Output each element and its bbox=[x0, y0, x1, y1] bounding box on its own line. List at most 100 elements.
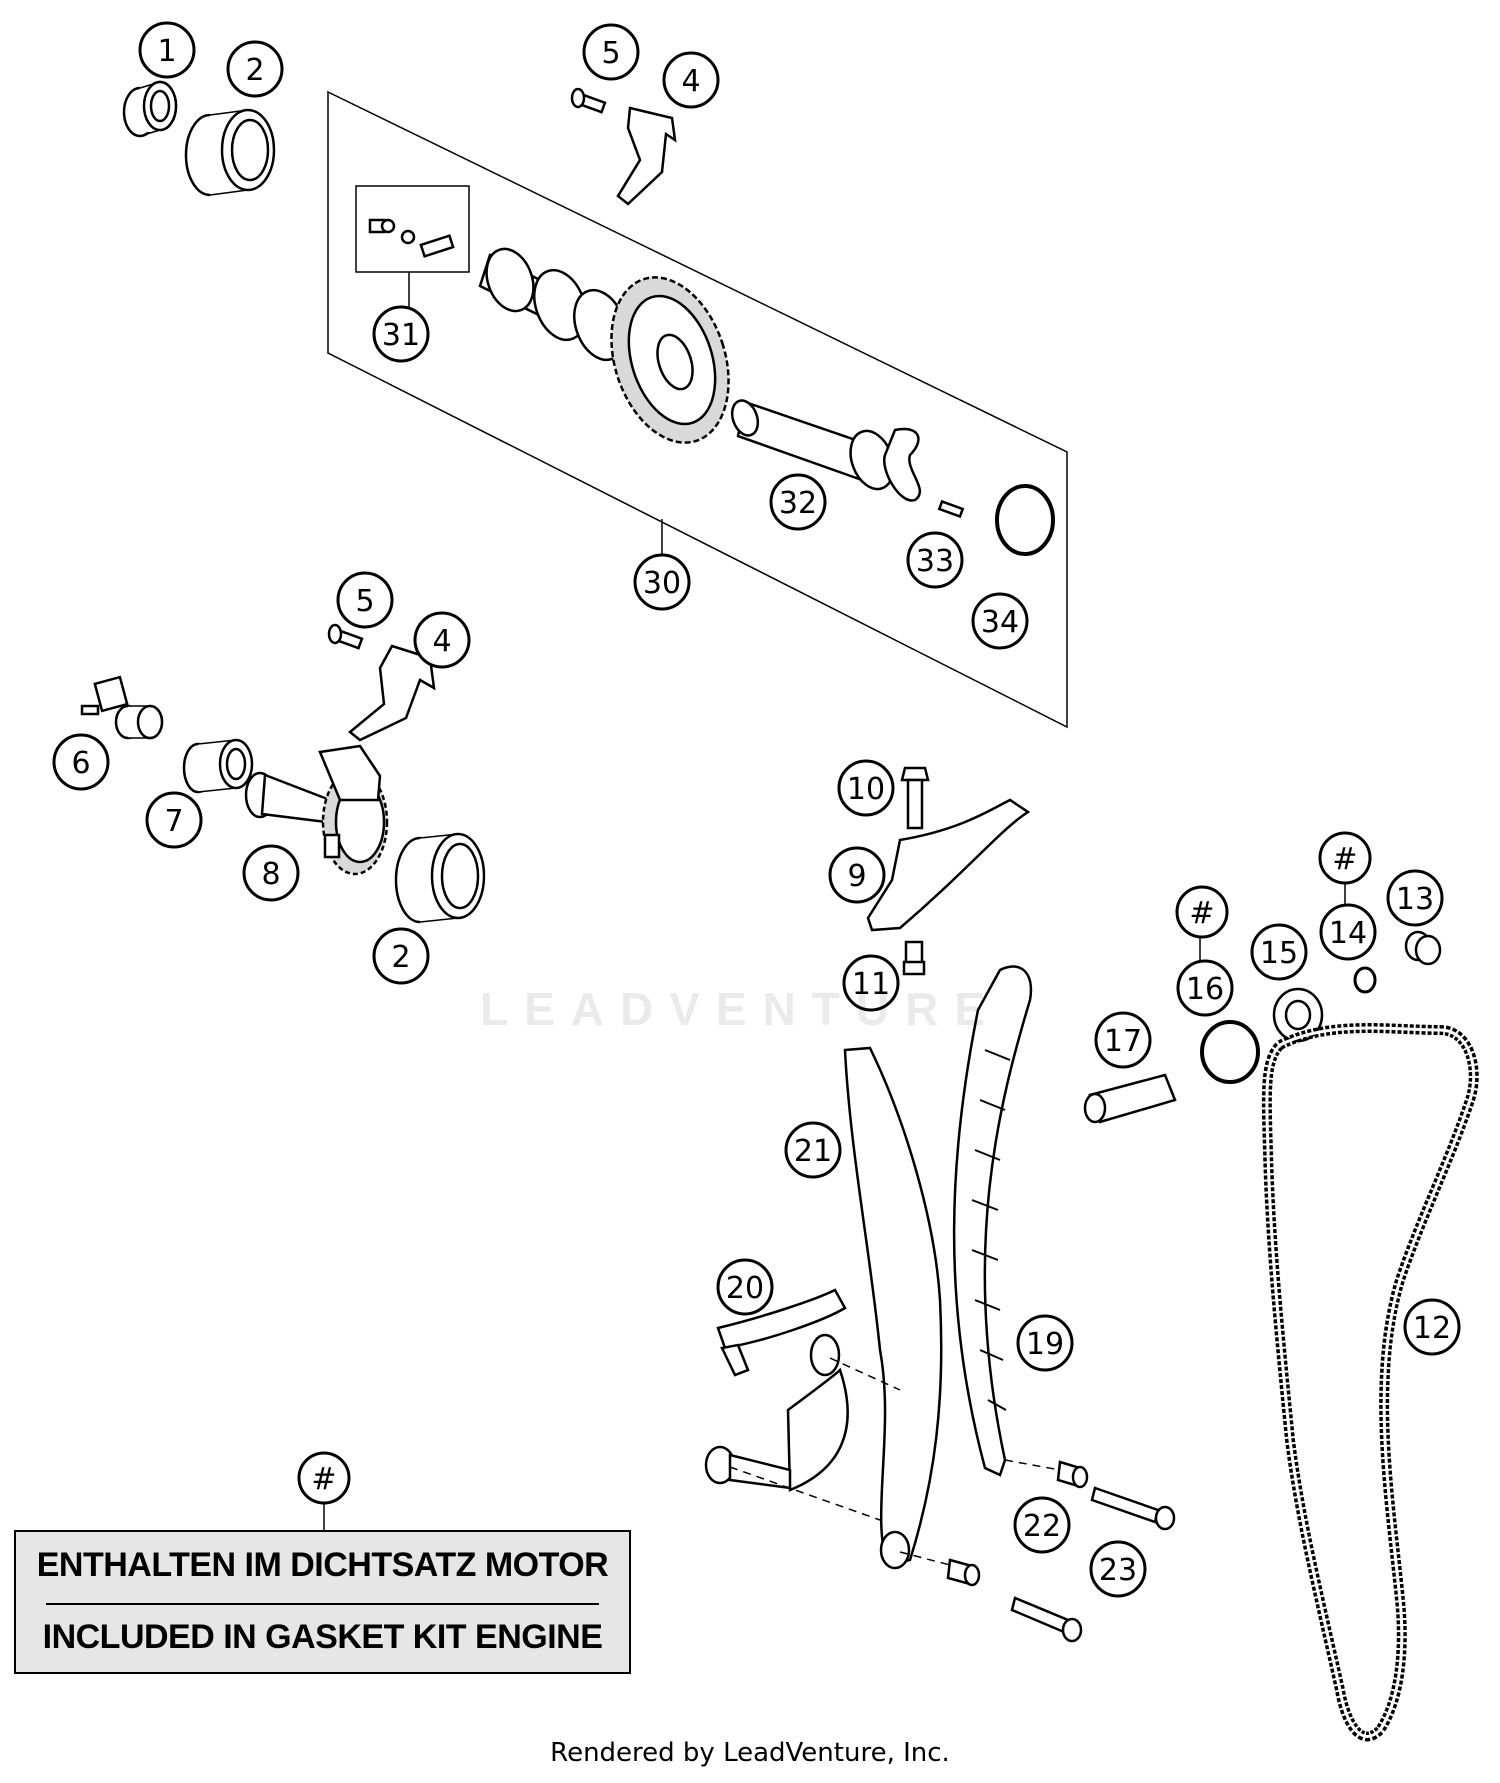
bolt-10 bbox=[900, 766, 930, 830]
svg-text:10: 10 bbox=[847, 772, 885, 807]
svg-text:1: 1 bbox=[157, 34, 176, 69]
callout-15: 15 bbox=[1250, 923, 1308, 981]
callout-7: 7 bbox=[145, 791, 203, 849]
svg-text:7: 7 bbox=[164, 804, 183, 839]
callout-12: 12 bbox=[1403, 1298, 1461, 1356]
svg-text:2: 2 bbox=[245, 53, 264, 88]
callout-5-middle: 5 bbox=[336, 571, 394, 629]
decompressor-shaft bbox=[730, 399, 922, 502]
svg-text:13: 13 bbox=[1396, 882, 1434, 917]
svg-text:20: 20 bbox=[726, 1271, 764, 1306]
svg-text:34: 34 bbox=[981, 605, 1019, 640]
detent-kit-box bbox=[355, 185, 470, 273]
alignment-line-19 bbox=[1004, 1459, 1061, 1471]
svg-text:#: # bbox=[1189, 896, 1214, 931]
svg-text:5: 5 bbox=[355, 584, 374, 619]
svg-text:19: 19 bbox=[1026, 1327, 1064, 1362]
svg-text:2: 2 bbox=[391, 940, 410, 975]
svg-text:#: # bbox=[1332, 842, 1357, 877]
callout-21: 21 bbox=[784, 1121, 842, 1179]
bushing-22-lower bbox=[946, 1558, 981, 1587]
callout-34: 34 bbox=[971, 592, 1029, 650]
callout-13: 13 bbox=[1386, 869, 1444, 927]
screw-top bbox=[570, 87, 607, 114]
o-ring-14 bbox=[1353, 966, 1377, 994]
bearing-7 bbox=[182, 738, 254, 794]
bearing-small-top bbox=[122, 80, 178, 138]
callout-2-top: 2 bbox=[226, 40, 284, 98]
bolt-23-lower bbox=[1010, 1596, 1083, 1643]
screw-middle bbox=[327, 623, 364, 650]
svg-text:31: 31 bbox=[382, 318, 420, 353]
timing-chain-12-inner bbox=[1265, 1026, 1476, 1738]
svg-text:23: 23 bbox=[1099, 1553, 1137, 1588]
svg-text:15: 15 bbox=[1260, 936, 1298, 971]
legend-divider bbox=[46, 1603, 599, 1605]
watermark: LEADVENTURE bbox=[480, 983, 1002, 1035]
svg-text:22: 22 bbox=[1023, 1509, 1061, 1544]
callout-11: 11 bbox=[842, 954, 900, 1012]
svg-text:30: 30 bbox=[643, 566, 681, 601]
callout-4-middle: 4 bbox=[413, 611, 471, 669]
callout-33: 33 bbox=[906, 531, 964, 589]
rail-21-eye bbox=[879, 1530, 911, 1570]
guide-rail-9 bbox=[866, 798, 1031, 932]
callout-19: 19 bbox=[1016, 1314, 1074, 1372]
callout-30: 30 bbox=[633, 553, 691, 611]
callout-22: 22 bbox=[1013, 1496, 1071, 1554]
legend-line-german: ENTHALTEN IM DICHTSATZ MOTOR bbox=[36, 1546, 609, 1584]
svg-text:12: 12 bbox=[1413, 1311, 1451, 1346]
svg-text:17: 17 bbox=[1104, 1024, 1142, 1059]
seal-ring-16 bbox=[1200, 1020, 1260, 1084]
svg-text:5: 5 bbox=[601, 36, 620, 71]
callout-legend-hash: # bbox=[297, 1451, 351, 1505]
svg-text:33: 33 bbox=[916, 544, 954, 579]
fork-top bbox=[616, 106, 677, 206]
rail-19-ribs bbox=[971, 1049, 1011, 1411]
detent-kit-parts bbox=[368, 218, 455, 258]
svg-text:4: 4 bbox=[681, 64, 700, 99]
callout-20: 20 bbox=[716, 1258, 774, 1316]
callout-23: 23 bbox=[1089, 1540, 1147, 1598]
callout-8: 8 bbox=[242, 844, 300, 902]
legend-box: ENTHALTEN IM DICHTSATZ MOTOR INCLUDED IN… bbox=[14, 1530, 631, 1674]
callout-1: 1 bbox=[138, 21, 196, 79]
svg-text:6: 6 bbox=[71, 746, 90, 781]
bushing-22-upper bbox=[1056, 1460, 1089, 1489]
footer-credit: Rendered by LeadVenture, Inc. bbox=[550, 1738, 950, 1768]
callout-32: 32 bbox=[769, 473, 827, 531]
camshaft-assembly-frame bbox=[327, 90, 1068, 729]
svg-text:16: 16 bbox=[1186, 972, 1224, 1007]
tensioning-rail-19 bbox=[952, 965, 1033, 1477]
callout-5-top: 5 bbox=[582, 23, 640, 81]
svg-text:14: 14 bbox=[1329, 916, 1367, 951]
svg-text:32: 32 bbox=[779, 486, 817, 521]
bearing-large-middle bbox=[394, 832, 486, 924]
guide-20 bbox=[704, 1288, 849, 1492]
svg-text:11: 11 bbox=[852, 967, 890, 1002]
nut-11 bbox=[902, 940, 926, 976]
callout-14-hash: # bbox=[1318, 831, 1372, 885]
callout-2-middle: 2 bbox=[372, 927, 430, 985]
camshaft-exhaust bbox=[244, 744, 389, 876]
callout-17: 17 bbox=[1094, 1011, 1152, 1069]
callout-10: 10 bbox=[837, 759, 895, 817]
circlip bbox=[995, 484, 1055, 556]
bolt-23-upper bbox=[1090, 1486, 1176, 1531]
callout-31: 31 bbox=[372, 305, 430, 363]
pin bbox=[937, 499, 965, 519]
sensor bbox=[80, 675, 164, 740]
svg-text:#: # bbox=[311, 1462, 336, 1497]
callout-6: 6 bbox=[52, 733, 110, 791]
timing-chain-12 bbox=[1261, 1023, 1479, 1742]
plug-13 bbox=[1404, 930, 1442, 966]
fork-middle bbox=[348, 644, 436, 742]
screw-plug-15 bbox=[1272, 987, 1324, 1043]
alignment-line-21 bbox=[899, 1551, 951, 1566]
callout-9: 9 bbox=[828, 846, 886, 904]
svg-text:4: 4 bbox=[432, 624, 451, 659]
svg-text:21: 21 bbox=[794, 1134, 832, 1169]
svg-text:9: 9 bbox=[847, 859, 866, 894]
guide-rail-21 bbox=[843, 1046, 943, 1567]
